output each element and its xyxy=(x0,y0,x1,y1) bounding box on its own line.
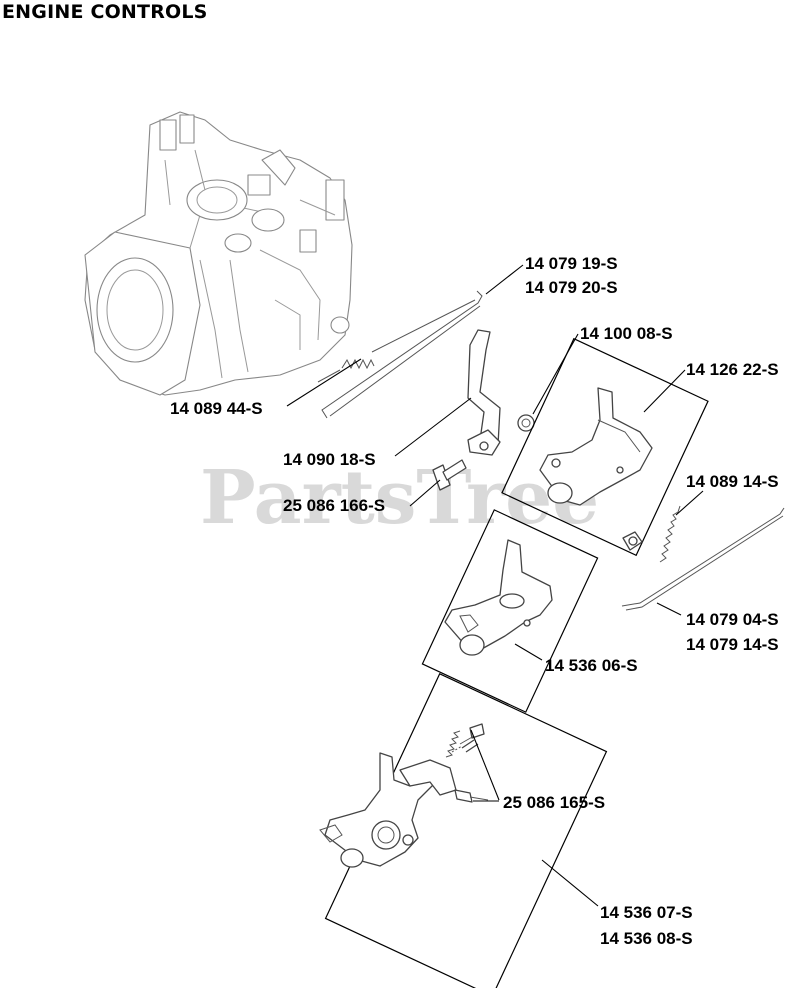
bracket-box xyxy=(501,337,709,557)
nut xyxy=(517,414,535,432)
callout-rod-top-1: 14 079 19-S xyxy=(525,254,618,273)
control-rod-right xyxy=(621,507,785,611)
throttle-lever xyxy=(467,329,501,456)
control-assembly xyxy=(319,723,489,868)
throttle-rod-upper xyxy=(321,290,483,419)
watermark: PartsTree xyxy=(200,455,599,541)
bolt xyxy=(622,531,643,551)
callout-control-plate: 14 536 06-S xyxy=(545,656,638,675)
callout-spring: 14 089 14-S xyxy=(686,472,779,491)
page-title: ENGINE CONTROLS xyxy=(2,1,208,23)
engine-block xyxy=(84,111,353,396)
callout-nut: 14 100 08-S xyxy=(580,324,673,343)
callout-screw-166: 25 086 166-S xyxy=(283,496,385,515)
control-plate xyxy=(444,539,553,656)
callout-rod-right-1: 14 079 04-S xyxy=(686,610,779,629)
callout-bracket: 14 126 22-S xyxy=(686,360,779,379)
spring-rod xyxy=(317,299,476,383)
callout-lever: 14 090 18-S xyxy=(283,450,376,469)
callout-control-assembly-1: 14 536 07-S xyxy=(600,903,693,922)
screw-166 xyxy=(432,459,467,491)
callout-rod-top-2: 14 079 20-S xyxy=(525,278,618,297)
callout-control-assembly-2: 14 536 08-S xyxy=(600,929,693,948)
bracket xyxy=(539,387,653,506)
callout-screws-165: 25 086 165-S xyxy=(503,793,605,812)
callout-rod-right-2: 14 079 14-S xyxy=(686,635,779,654)
governor-spring xyxy=(659,505,681,563)
leader-lines xyxy=(286,264,704,907)
callout-rod-spring: 14 089 44-S xyxy=(170,399,263,418)
control-plate-box xyxy=(421,509,599,713)
